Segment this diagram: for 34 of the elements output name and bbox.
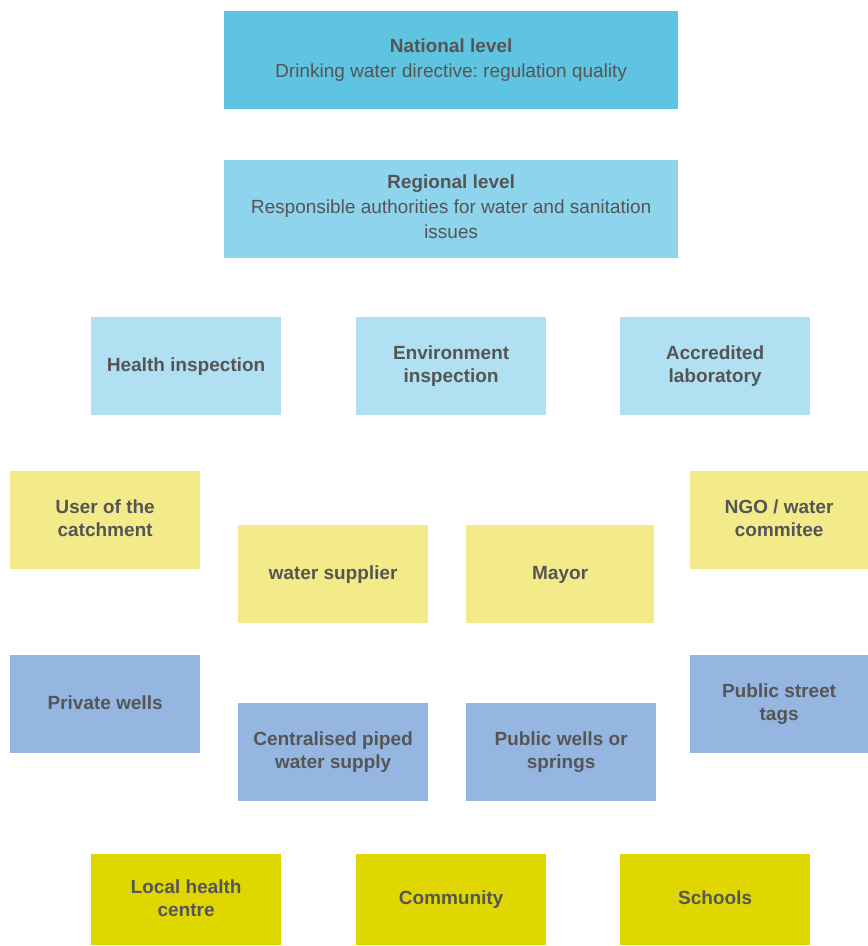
- box-heading: National level: [390, 36, 512, 59]
- box-heading: Public wells or springs: [493, 729, 629, 775]
- box-heading: water supplier: [268, 562, 398, 586]
- level-box: [91, 854, 281, 945]
- level-box: [238, 525, 428, 623]
- box-heading: Centralised piped water supply: [252, 729, 414, 775]
- level-box: [238, 703, 428, 801]
- box-heading: Community: [398, 888, 504, 911]
- level-box: [224, 11, 678, 109]
- box-heading: Local health centre: [130, 876, 242, 922]
- box-heading: Public street tags: [720, 681, 838, 727]
- level-box: [10, 471, 200, 569]
- box-heading: Private wells: [47, 692, 163, 716]
- level-box: [466, 703, 656, 801]
- level-box: [690, 655, 868, 753]
- box-heading: NGO / water commitee: [724, 497, 834, 543]
- level-box: [356, 854, 546, 945]
- box-description: Responsible authorities for water and sanitation issues: [250, 196, 652, 246]
- box-heading: Regional level: [387, 172, 515, 195]
- box-description: Drinking water directive: regulation quality: [275, 60, 627, 84]
- level-box: [356, 317, 546, 415]
- box-heading: Environment inspection: [392, 343, 510, 389]
- level-box: [10, 655, 200, 753]
- box-heading: Schools: [678, 888, 752, 911]
- box-heading: User of the catchment: [54, 497, 156, 543]
- level-box: [620, 854, 810, 945]
- level-box: [91, 317, 281, 415]
- box-heading: Health inspection: [106, 354, 266, 378]
- box-heading: Mayor: [532, 562, 588, 586]
- level-box: [620, 317, 810, 415]
- level-box: [224, 160, 678, 258]
- level-box: [466, 525, 654, 623]
- level-box: [690, 471, 868, 569]
- box-heading: Accredited laboratory: [664, 343, 766, 389]
